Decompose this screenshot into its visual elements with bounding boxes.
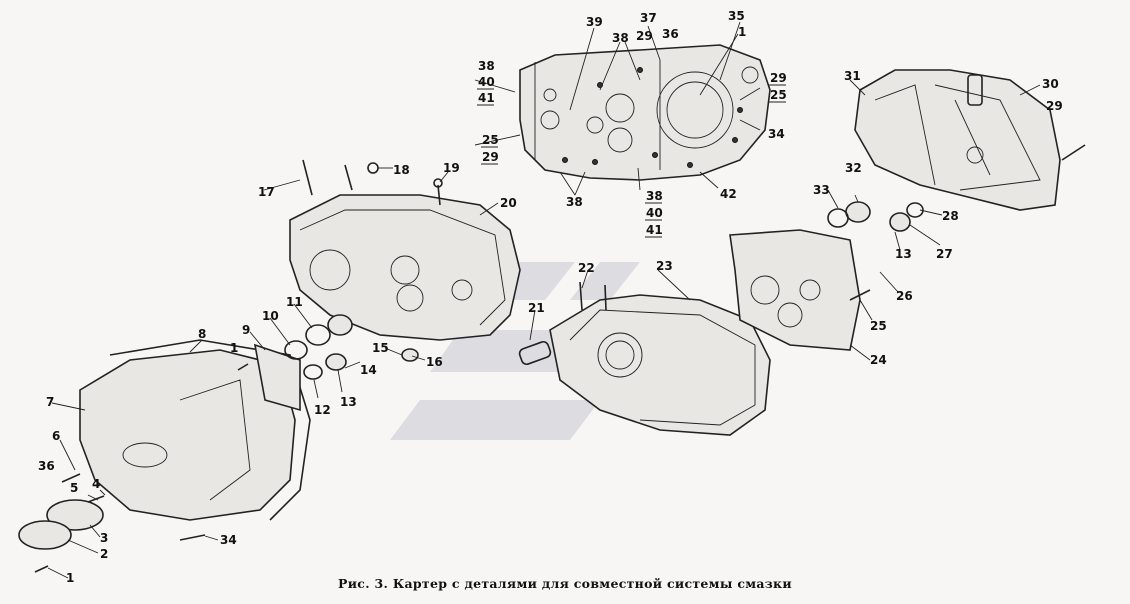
callout-29: 29 xyxy=(482,150,499,164)
callout-8: 8 xyxy=(198,327,206,341)
gear-cover xyxy=(79,339,311,521)
callout-6: 6 xyxy=(52,429,60,443)
left-crankcase-half xyxy=(289,159,521,341)
callout-20: 20 xyxy=(500,196,517,210)
callout-2: 2 xyxy=(100,547,108,561)
callout-underlines xyxy=(477,84,786,238)
callout-14: 14 xyxy=(360,363,377,377)
callout-33: 33 xyxy=(813,183,830,197)
leader-lines xyxy=(47,21,1041,579)
callout-22: 22 xyxy=(578,261,595,275)
callout-37: 37 xyxy=(640,11,657,25)
callout-34: 34 xyxy=(220,533,237,547)
figure-caption: Рис. 3. Картер с деталями для совместной… xyxy=(338,576,792,591)
callout-29: 29 xyxy=(636,29,653,43)
callout-1: 1 xyxy=(66,571,74,585)
callout-12: 12 xyxy=(314,403,331,417)
callout-25: 25 xyxy=(870,319,887,333)
center-crankcase xyxy=(518,281,771,436)
callout-42: 42 xyxy=(720,187,737,201)
callout-15: 15 xyxy=(372,341,389,355)
callout-36: 36 xyxy=(38,459,55,473)
callout-30: 30 xyxy=(1042,77,1059,91)
callout-1: 1 xyxy=(738,25,746,39)
callout-10: 10 xyxy=(262,309,279,323)
callout-1: 1 xyxy=(230,341,238,355)
callout-28: 28 xyxy=(942,209,959,223)
callout-25: 25 xyxy=(770,88,787,102)
callout-29: 29 xyxy=(770,71,787,85)
callout-18: 18 xyxy=(393,163,410,177)
callout-13: 13 xyxy=(895,247,912,261)
callout-19: 19 xyxy=(443,161,460,175)
callout-41: 41 xyxy=(478,91,495,105)
callout-16: 16 xyxy=(426,355,443,369)
callout-11: 11 xyxy=(286,295,303,309)
callout-38: 38 xyxy=(566,195,583,209)
callout-5: 5 xyxy=(70,481,78,495)
callout-9: 9 xyxy=(242,323,250,337)
callout-3: 3 xyxy=(100,531,108,545)
callout-38: 38 xyxy=(612,31,629,45)
callout-23: 23 xyxy=(656,259,673,273)
callout-31: 31 xyxy=(844,69,861,83)
callout-13: 13 xyxy=(340,395,357,409)
right-crankcase-half xyxy=(854,69,1086,211)
callout-39: 39 xyxy=(586,15,603,29)
callout-26: 26 xyxy=(896,289,913,303)
callout-17: 17 xyxy=(258,185,275,199)
callout-38: 38 xyxy=(478,59,495,73)
callout-40: 40 xyxy=(646,206,663,220)
callout-29: 29 xyxy=(1046,99,1063,113)
callout-4: 4 xyxy=(92,477,100,491)
callout-38: 38 xyxy=(646,189,663,203)
callout-labels: 39 38 37 29 36 35 1 38 40 41 25 29 29 25… xyxy=(38,9,1063,585)
crankcase-assembled xyxy=(519,44,771,181)
callout-35: 35 xyxy=(728,9,745,23)
callout-41: 41 xyxy=(646,223,663,237)
callout-7: 7 xyxy=(46,395,54,409)
callout-25: 25 xyxy=(482,133,499,147)
callout-24: 24 xyxy=(870,353,887,367)
callout-34: 34 xyxy=(768,127,785,141)
gasket-and-plate xyxy=(729,229,871,351)
callout-40: 40 xyxy=(478,75,495,89)
callout-36: 36 xyxy=(662,27,679,41)
callout-32: 32 xyxy=(845,161,862,175)
small-parts xyxy=(18,201,924,573)
callout-21: 21 xyxy=(528,301,545,315)
callout-27: 27 xyxy=(936,247,953,261)
